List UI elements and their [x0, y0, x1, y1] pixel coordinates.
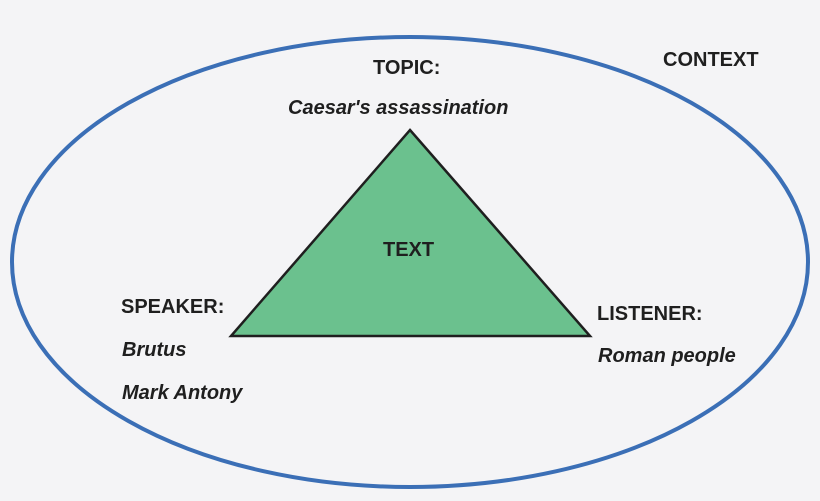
context-ellipse [10, 35, 810, 489]
speaker-label: SPEAKER: [121, 296, 225, 318]
topic-label: TOPIC: [373, 57, 441, 79]
text-triangle [228, 128, 593, 338]
listener-item-roman-people: Roman people [598, 345, 736, 367]
text-label: TEXT [383, 239, 435, 261]
topic-value: Caesar's assassination [288, 97, 509, 119]
listener-label: LISTENER: [597, 303, 703, 325]
context-label: CONTEXT [663, 49, 759, 71]
speaker-item-mark-antony: Mark Antony [122, 382, 243, 404]
speaker-item-brutus: Brutus [122, 339, 187, 361]
